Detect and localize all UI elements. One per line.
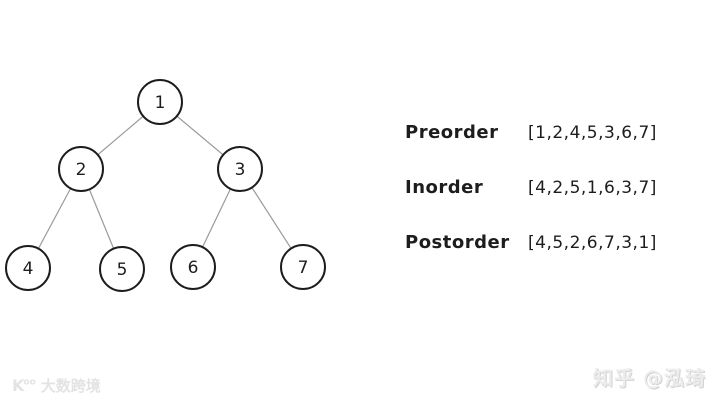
traversal-label-preorder: Preorder [405, 122, 499, 143]
zhihu-watermark: 知乎 @泓琦 [593, 366, 706, 390]
tree-node-5: 5 [99, 246, 145, 292]
tree-node-4: 4 [5, 245, 51, 291]
brand-watermark: Koo 大数跨境 [12, 375, 101, 396]
tree-node-7: 7 [280, 244, 326, 290]
traversal-value-postorder: [4,5,2,6,7,3,1] [528, 232, 657, 253]
tree-node-label-4: 4 [23, 259, 34, 279]
traversal-label-postorder: Postorder [405, 232, 510, 253]
traversal-value-inorder: [4,2,5,1,6,3,7] [528, 177, 657, 198]
tree-node-label-6: 6 [188, 258, 199, 278]
tree-node-circle-3 [217, 146, 263, 192]
tree-node-circle-2 [58, 146, 104, 192]
tree-node-label-7: 7 [298, 258, 309, 278]
tree-node-label-1: 1 [155, 93, 166, 113]
traversal-list: Preorder [1,2,4,5,3,6,7] Inorder [4,2,5,… [405, 105, 657, 270]
tree-node-label-3: 3 [235, 160, 246, 180]
tree-node-1: 1 [137, 79, 183, 125]
traversal-row-preorder: Preorder [1,2,4,5,3,6,7] [405, 105, 657, 160]
brand-logo-icon: Koo [12, 376, 36, 395]
traversal-row-inorder: Inorder [4,2,5,1,6,3,7] [405, 160, 657, 215]
tree-node-circle-5 [99, 246, 145, 292]
tree-node-2: 2 [58, 146, 104, 192]
brand-watermark-text: 大数跨境 [40, 377, 101, 395]
tree-node-6: 6 [170, 244, 216, 290]
tree-node-circle-4 [5, 245, 51, 291]
binary-tree-diagram: 1 2 3 4 5 6 7 [5, 79, 326, 292]
tree-node-circle-7 [280, 244, 326, 290]
traversal-label-inorder: Inorder [405, 177, 484, 198]
tree-node-label-2: 2 [76, 160, 87, 180]
traversal-row-postorder: Postorder [4,5,2,6,7,3,1] [405, 215, 657, 270]
tree-node-circle-6 [170, 244, 216, 290]
tree-node-3: 3 [217, 146, 263, 192]
tree-node-circle-1 [137, 79, 183, 125]
tree-node-label-5: 5 [117, 260, 128, 280]
traversal-value-preorder: [1,2,4,5,3,6,7] [528, 122, 657, 143]
